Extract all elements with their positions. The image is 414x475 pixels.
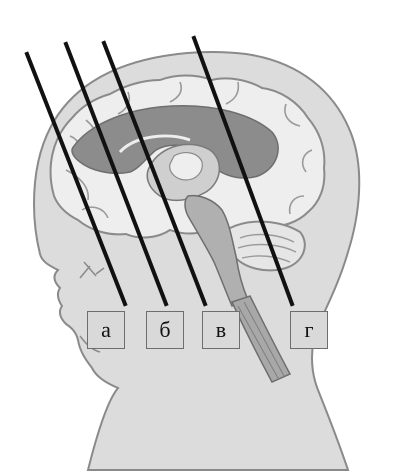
label-g: г — [290, 311, 328, 349]
third-ventricle — [170, 153, 203, 180]
label-b: б — [146, 311, 184, 349]
label-a: а — [87, 311, 125, 349]
label-v: в — [202, 311, 240, 349]
